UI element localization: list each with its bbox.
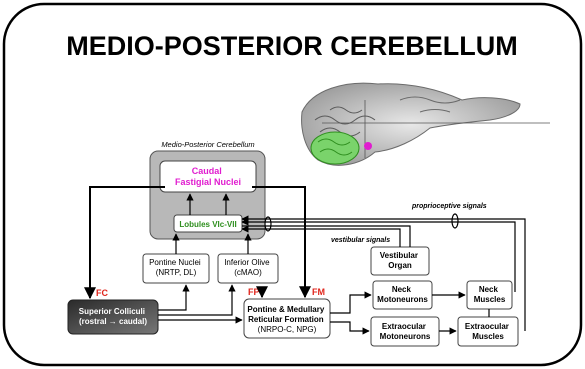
neck-muscles-label: Neck Muscles bbox=[474, 285, 506, 304]
caudal-fastigial-box bbox=[159, 160, 257, 193]
pontine-nuclei-label: Pontine Nuclei (NRTP, DL) bbox=[149, 258, 203, 277]
reticular-to-neck-motoneurons bbox=[330, 291, 372, 314]
superior-colliculi-label: Superior Colliculi (rostral → caudal) bbox=[79, 307, 148, 326]
fp-label: FP bbox=[248, 287, 260, 297]
brain-section-image bbox=[301, 82, 550, 166]
vestibular-signals-label: vestibular signals bbox=[331, 237, 390, 244]
fm-label: FM bbox=[312, 287, 325, 297]
caudal-fastigial-label: Caudal Fastigial Nuclei bbox=[175, 166, 241, 187]
proprioceptive-line-1 bbox=[241, 215, 526, 331]
colliculi-to-pontine bbox=[158, 284, 190, 311]
fc-label: FC bbox=[96, 288, 108, 298]
proprioceptive-line-2 bbox=[241, 218, 516, 292]
extraocular-muscles-label: Extraocular Muscles bbox=[465, 322, 511, 341]
extraocular-muscles-box bbox=[457, 316, 519, 347]
neck-motoneurons-label: Neck Motoneurons bbox=[377, 285, 428, 304]
vestibular-line bbox=[241, 225, 401, 247]
reticular-to-extraocular-motoneurons bbox=[330, 321, 370, 335]
panel-label: Medio-Posterior Cerebellum bbox=[161, 140, 254, 149]
colliculi-to-olive bbox=[158, 284, 236, 316]
vestibular-line-2 bbox=[242, 225, 411, 247]
fc-pathway bbox=[84, 186, 165, 300]
connectors bbox=[84, 186, 526, 335]
reticular-formation-label: Pontine & Medullary Reticular Formation … bbox=[247, 305, 326, 334]
proprioceptive-signals-label: proprioceptive signals bbox=[411, 203, 487, 210]
page-title: MEDIO-POSTERIOR CEREBELLUM bbox=[66, 31, 518, 61]
reticular-formation-box bbox=[243, 298, 331, 339]
superior-colliculi-box bbox=[67, 299, 159, 335]
inferior-olive-label: Inferior Olive (cMAO) bbox=[224, 258, 272, 277]
extraocular-motoneurons-label: Extraocular Motoneurons bbox=[380, 322, 431, 341]
cerebellum-highlight bbox=[310, 131, 360, 165]
lobules-label: Lobules VIc-VII bbox=[179, 220, 236, 229]
fm-pathway bbox=[252, 186, 311, 299]
fastigial-dot bbox=[364, 142, 372, 150]
vestibular-organ-label: Vestibular Organ bbox=[380, 251, 420, 270]
